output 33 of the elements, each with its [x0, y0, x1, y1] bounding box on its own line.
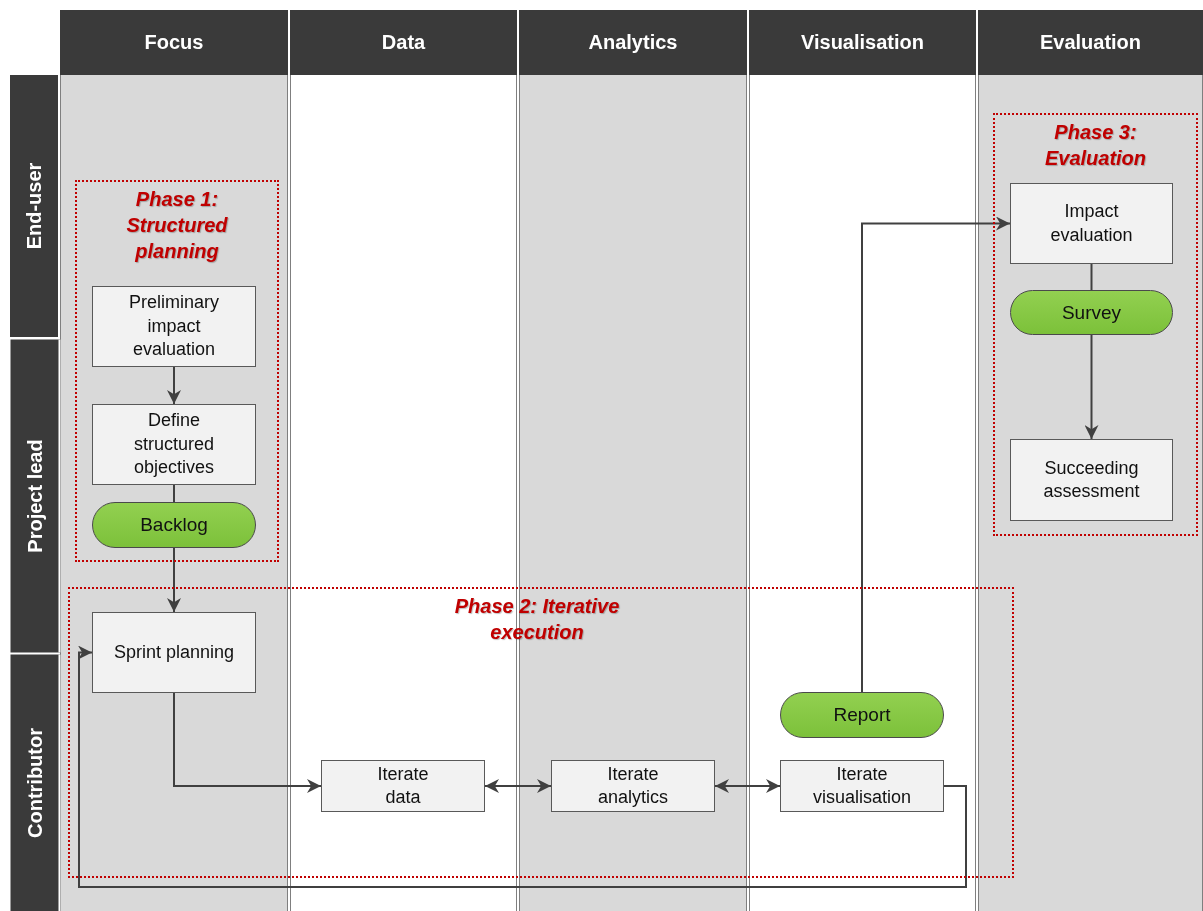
process-box: Preliminary impact evaluation	[92, 286, 256, 367]
connector-arrow	[173, 692, 322, 793]
connector-arrow	[714, 779, 781, 793]
process-box: Iterate visualisation	[780, 760, 944, 812]
connector-arrow	[1084, 334, 1099, 440]
lane-header: Project lead	[10, 339, 60, 652]
phase-title: Phase 1: Structured planning	[125, 187, 229, 264]
column-header: Analytics	[519, 10, 747, 75]
phase-frame	[68, 587, 1014, 878]
process-box: Impact evaluation	[1010, 183, 1173, 264]
terminator-pill: Backlog	[92, 502, 256, 548]
connector-arrow	[861, 216, 1011, 693]
lane-header: Contributor	[10, 654, 60, 911]
terminator-pill: Report	[780, 692, 944, 738]
connector-arrow	[167, 547, 181, 613]
lane-header: End-user	[10, 75, 60, 337]
phase-frame	[993, 113, 1198, 536]
column-header: Data	[290, 10, 517, 75]
process-box: Define structured objectives	[92, 404, 256, 485]
connector-arrow	[78, 645, 967, 888]
phase-title: Phase 3: Evaluation	[1043, 120, 1148, 171]
phase-title: Phase 2: Iterative execution	[453, 594, 621, 645]
process-box: Sprint planning	[92, 612, 256, 693]
column-header: Focus	[60, 10, 288, 75]
connector-arrow	[167, 366, 181, 405]
process-box: Iterate analytics	[551, 760, 715, 812]
connector-arrow	[484, 779, 552, 793]
terminator-pill: Survey	[1010, 290, 1173, 335]
column-header: Visualisation	[749, 10, 976, 75]
process-box: Iterate data	[321, 760, 485, 812]
process-box: Succeeding assessment	[1010, 439, 1173, 521]
phase-frame	[75, 180, 279, 562]
column-header: Evaluation	[978, 10, 1203, 75]
